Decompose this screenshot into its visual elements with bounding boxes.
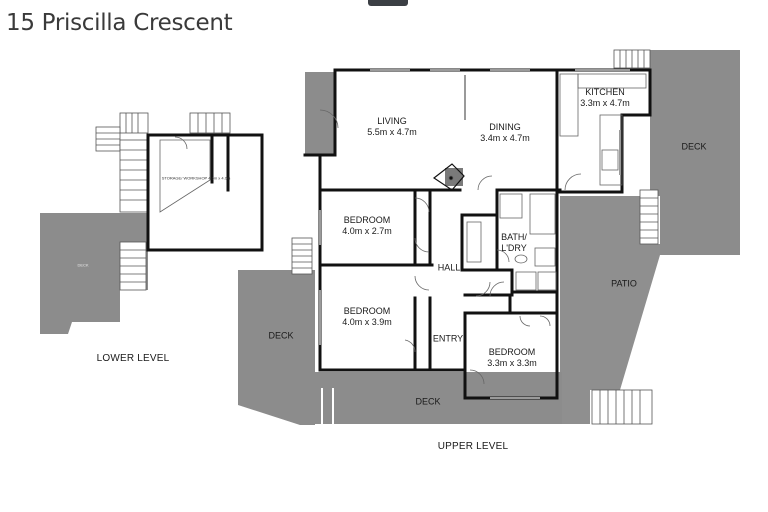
outdoor-areas <box>40 50 740 425</box>
walls-lower <box>146 133 264 252</box>
windows <box>319 69 630 399</box>
room-size: 3.4m x 4.7m <box>480 133 530 143</box>
room-bedroom-2: BEDROOM 4.0m x 3.9m <box>342 306 392 329</box>
fixtures <box>319 73 647 385</box>
room-name: STORAGE/ <box>161 175 183 181</box>
room-living: LIVING 5.5m x 4.7m <box>367 116 417 139</box>
room-size: 3.3m x 3.3m <box>487 358 537 368</box>
room-bath-laundry: BATH/ L'DRY <box>501 232 527 255</box>
patio <box>560 196 660 424</box>
room-name-2: L'DRY <box>501 243 527 253</box>
room-name: BATH/ <box>501 231 527 242</box>
lower-level-label: LOWER LEVEL <box>96 352 170 364</box>
room-size: 3.3m x 4.7m <box>580 98 630 108</box>
room-size: 5.5m x 4.7m <box>367 127 417 137</box>
lower-fixtures <box>159 136 211 213</box>
patio-label: PATIO <box>611 278 637 289</box>
room-name: BEDROOM <box>343 214 391 225</box>
room-size: 4.0m x 4.0m <box>208 175 231 181</box>
deck-south-label: DECK <box>415 396 441 407</box>
room-size: 4.0m x 3.9m <box>342 317 392 327</box>
room-kitchen: KITCHEN 3.3m x 4.7m <box>580 87 630 110</box>
deck-west-label: DECK <box>268 330 294 341</box>
top-handle-bar <box>368 0 408 6</box>
room-bedroom-3: BEDROOM 3.3m x 3.3m <box>487 347 537 370</box>
room-name: LIVING <box>377 115 407 126</box>
room-name: BEDROOM <box>343 305 391 316</box>
room-entry: ENTRY <box>432 333 464 344</box>
page-title: 15 Priscilla Crescent <box>6 10 233 36</box>
deck-west <box>238 270 315 425</box>
stairs <box>95 49 659 425</box>
room-name: BEDROOM <box>488 346 536 357</box>
room-name: DINING <box>489 121 521 132</box>
deck-south <box>315 372 562 424</box>
dining-corner-post <box>445 168 463 186</box>
deck-lower-label: DECK <box>77 262 89 268</box>
room-name-2: WORKSHOP <box>183 175 208 181</box>
room-bedroom-1: BEDROOM 4.0m x 2.7m <box>342 215 392 238</box>
room-dining: DINING 3.4m x 4.7m <box>480 122 530 145</box>
room-size: 4.0m x 2.7m <box>342 226 392 236</box>
deck-east-label: DECK <box>681 141 707 152</box>
room-storage: STORAGE/ WORKSHOP 4.0m x 4.0m <box>162 175 231 180</box>
room-name: KITCHEN <box>585 86 625 97</box>
upper-level-label: UPPER LEVEL <box>437 440 509 452</box>
room-hall: HALL <box>437 262 461 273</box>
deck-east <box>640 50 740 255</box>
